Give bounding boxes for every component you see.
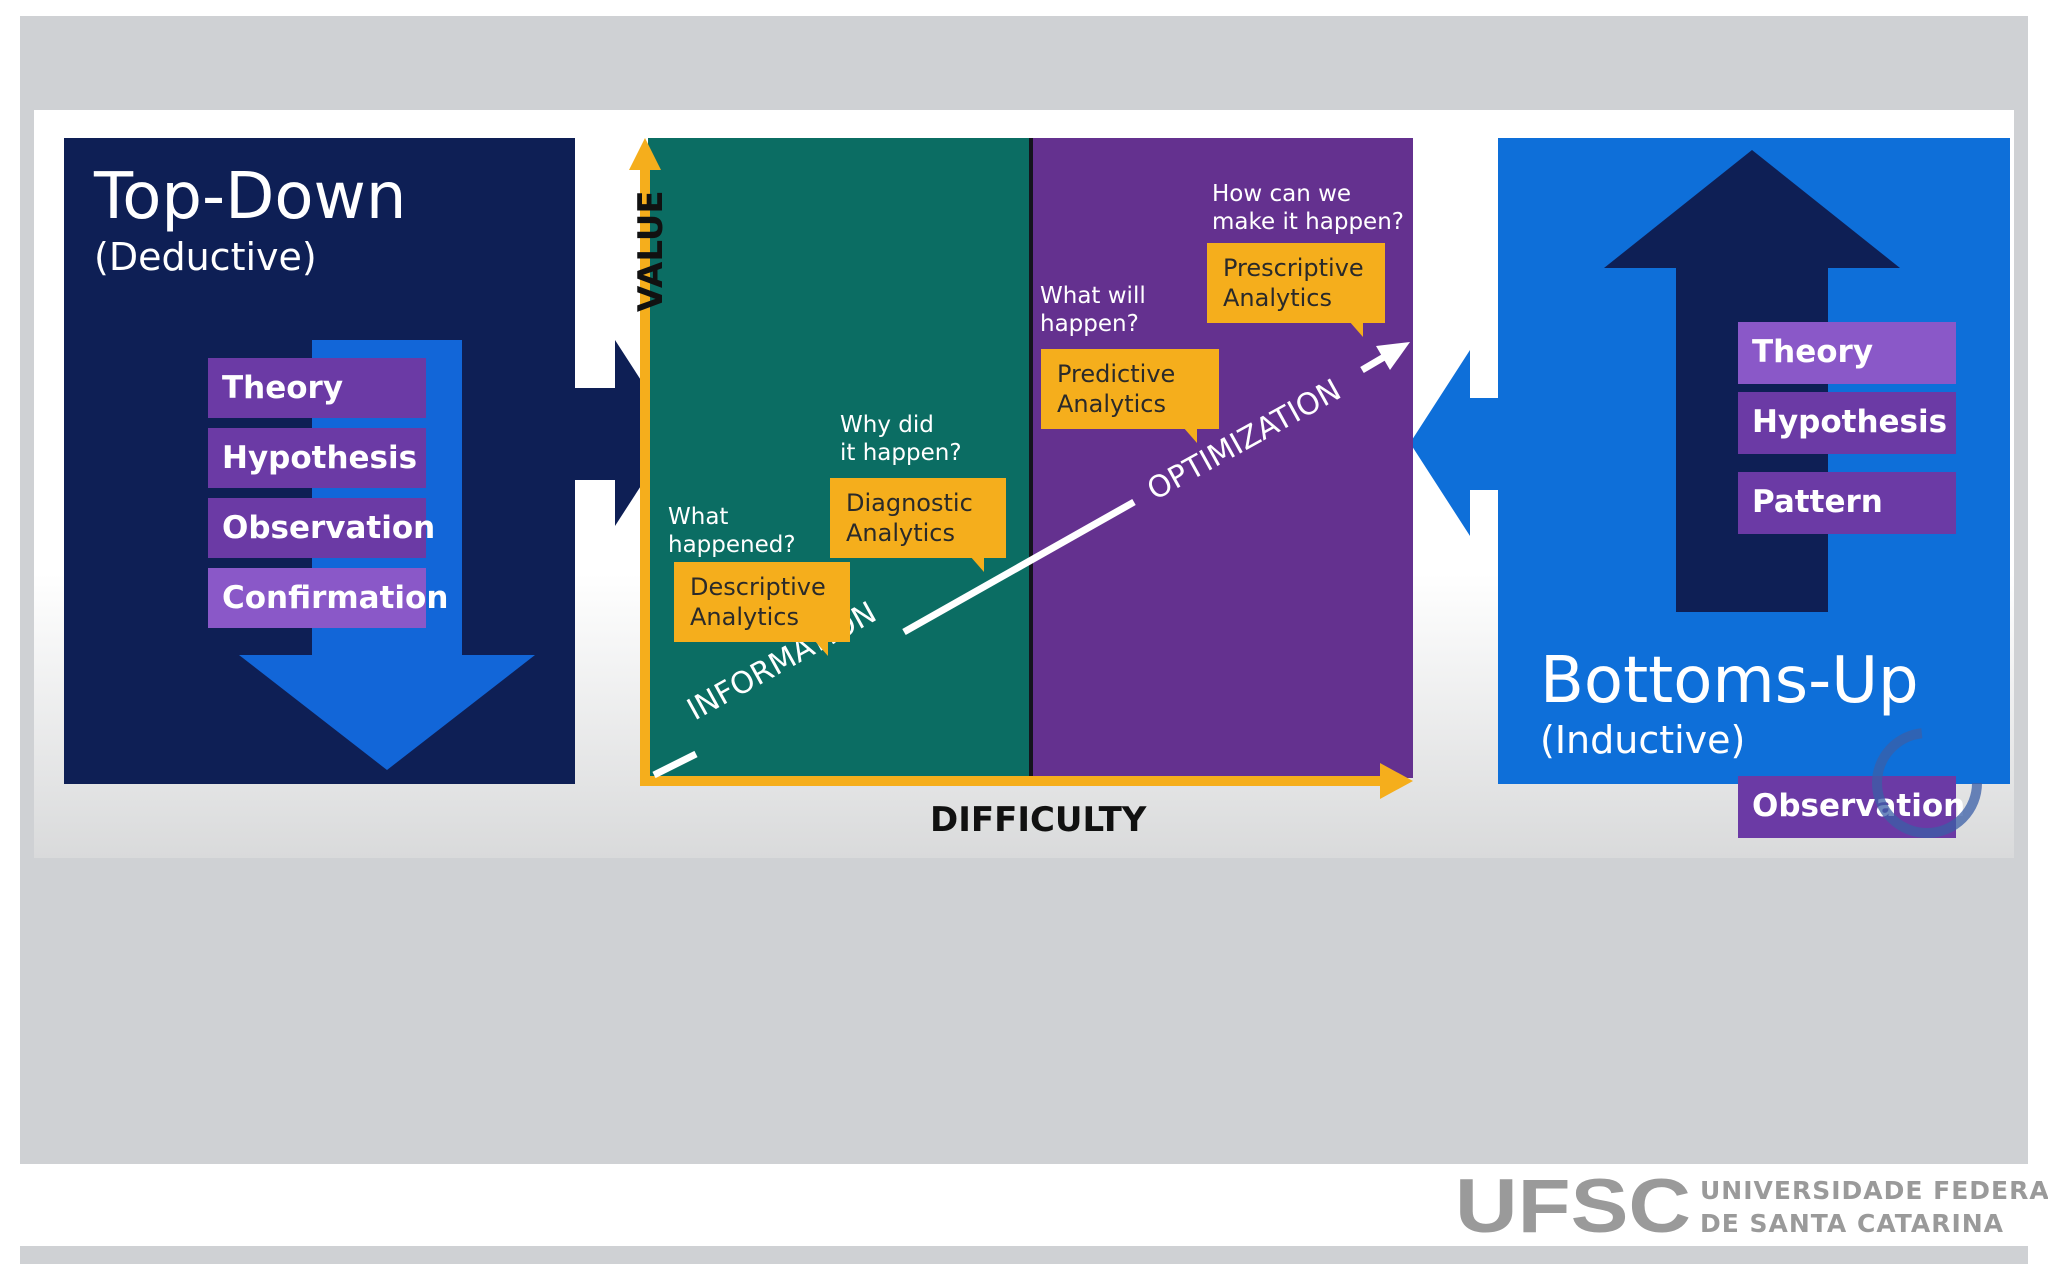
right-connector-arrow-icon bbox=[575, 340, 675, 526]
callout-line: Analytics bbox=[846, 519, 955, 547]
zone-divider bbox=[1029, 138, 1033, 778]
svg-text:UFSC: UFSC bbox=[1455, 1172, 1691, 1238]
top-down-step-theory: Theory bbox=[208, 358, 426, 418]
y-axis-arrowhead-icon bbox=[629, 138, 661, 170]
question-line: make it happen? bbox=[1212, 209, 1404, 235]
question-what-will-happen: What will happen? bbox=[1040, 282, 1146, 338]
diagonal-segment bbox=[652, 750, 698, 779]
top-down-step-observation: Observation bbox=[208, 498, 435, 558]
y-axis-label: VALUE bbox=[631, 190, 671, 312]
top-down-subtitle: (Deductive) bbox=[94, 235, 317, 279]
callout-line: Descriptive bbox=[690, 573, 826, 601]
question-what-happened: What happened? bbox=[668, 503, 796, 559]
axes-and-diagonal bbox=[629, 138, 1413, 799]
left-connector-arrow-icon bbox=[1410, 350, 1500, 536]
predictive-analytics-callout: Predictive Analytics bbox=[1041, 349, 1219, 443]
bottoms-up-step-pattern: Pattern bbox=[1738, 472, 1956, 534]
x-axis-label: DIFFICULTY bbox=[930, 800, 1147, 840]
bottoms-up-panel: Bottoms-Up (Inductive) Theory Hypothesis… bbox=[1498, 138, 2010, 784]
question-line: What bbox=[668, 504, 729, 530]
question-line: happened? bbox=[668, 532, 796, 558]
question-line: Why did bbox=[840, 412, 934, 438]
loading-spinner-icon bbox=[1872, 728, 1982, 838]
institution-name: UNIVERSIDADE FEDERAL DE SANTA CATARINA bbox=[1700, 1174, 2048, 1240]
x-axis-line bbox=[640, 776, 1385, 786]
callout-line: Analytics bbox=[1057, 390, 1166, 418]
institution-name-line: UNIVERSIDADE FEDERAL bbox=[1700, 1176, 2048, 1205]
information-zone bbox=[648, 138, 1030, 778]
callout-line: Diagnostic bbox=[846, 489, 973, 517]
question-line: it happen? bbox=[840, 440, 962, 466]
question-line: What will bbox=[1040, 283, 1146, 309]
callout-line: Analytics bbox=[1223, 284, 1332, 312]
bottoms-up-title: Bottoms-Up bbox=[1540, 644, 1919, 718]
bottoms-up-subtitle: (Inductive) bbox=[1540, 718, 1746, 762]
callout-line: Prescriptive bbox=[1223, 254, 1364, 282]
x-axis-arrowhead-icon bbox=[1380, 763, 1413, 799]
question-why-did-it-happen: Why did it happen? bbox=[840, 411, 962, 467]
top-down-step-confirmation: Confirmation bbox=[208, 568, 448, 628]
bottoms-up-step-hypothesis: Hypothesis bbox=[1738, 392, 1956, 454]
y-axis-line bbox=[640, 160, 650, 782]
question-how-can-we-make-it-happen: How can we make it happen? bbox=[1212, 180, 1404, 236]
diagonal-segment bbox=[902, 498, 1136, 636]
question-line: How can we bbox=[1212, 181, 1352, 207]
bottoms-up-step-theory: Theory bbox=[1738, 322, 1956, 384]
question-line: happen? bbox=[1040, 311, 1139, 337]
descriptive-analytics-callout: Descriptive Analytics bbox=[674, 562, 850, 656]
top-down-title: Top-Down bbox=[94, 160, 407, 234]
institution-name-line: DE SANTA CATARINA bbox=[1700, 1209, 2005, 1238]
callout-line: Analytics bbox=[690, 603, 799, 631]
footer-bottom-bar bbox=[20, 1246, 2028, 1264]
diagnostic-analytics-callout: Diagnostic Analytics bbox=[830, 478, 1006, 572]
top-down-step-hypothesis: Hypothesis bbox=[208, 428, 426, 488]
callout-line: Predictive bbox=[1057, 360, 1176, 388]
top-down-panel: Top-Down (Deductive) Theory Hypothesis O… bbox=[64, 138, 575, 784]
ufsc-logo: UFSC bbox=[1455, 1172, 1691, 1238]
prescriptive-analytics-callout: Prescriptive Analytics bbox=[1207, 243, 1385, 337]
footer bbox=[20, 1164, 2028, 1246]
diagonal-arrowhead-icon bbox=[1376, 342, 1410, 370]
